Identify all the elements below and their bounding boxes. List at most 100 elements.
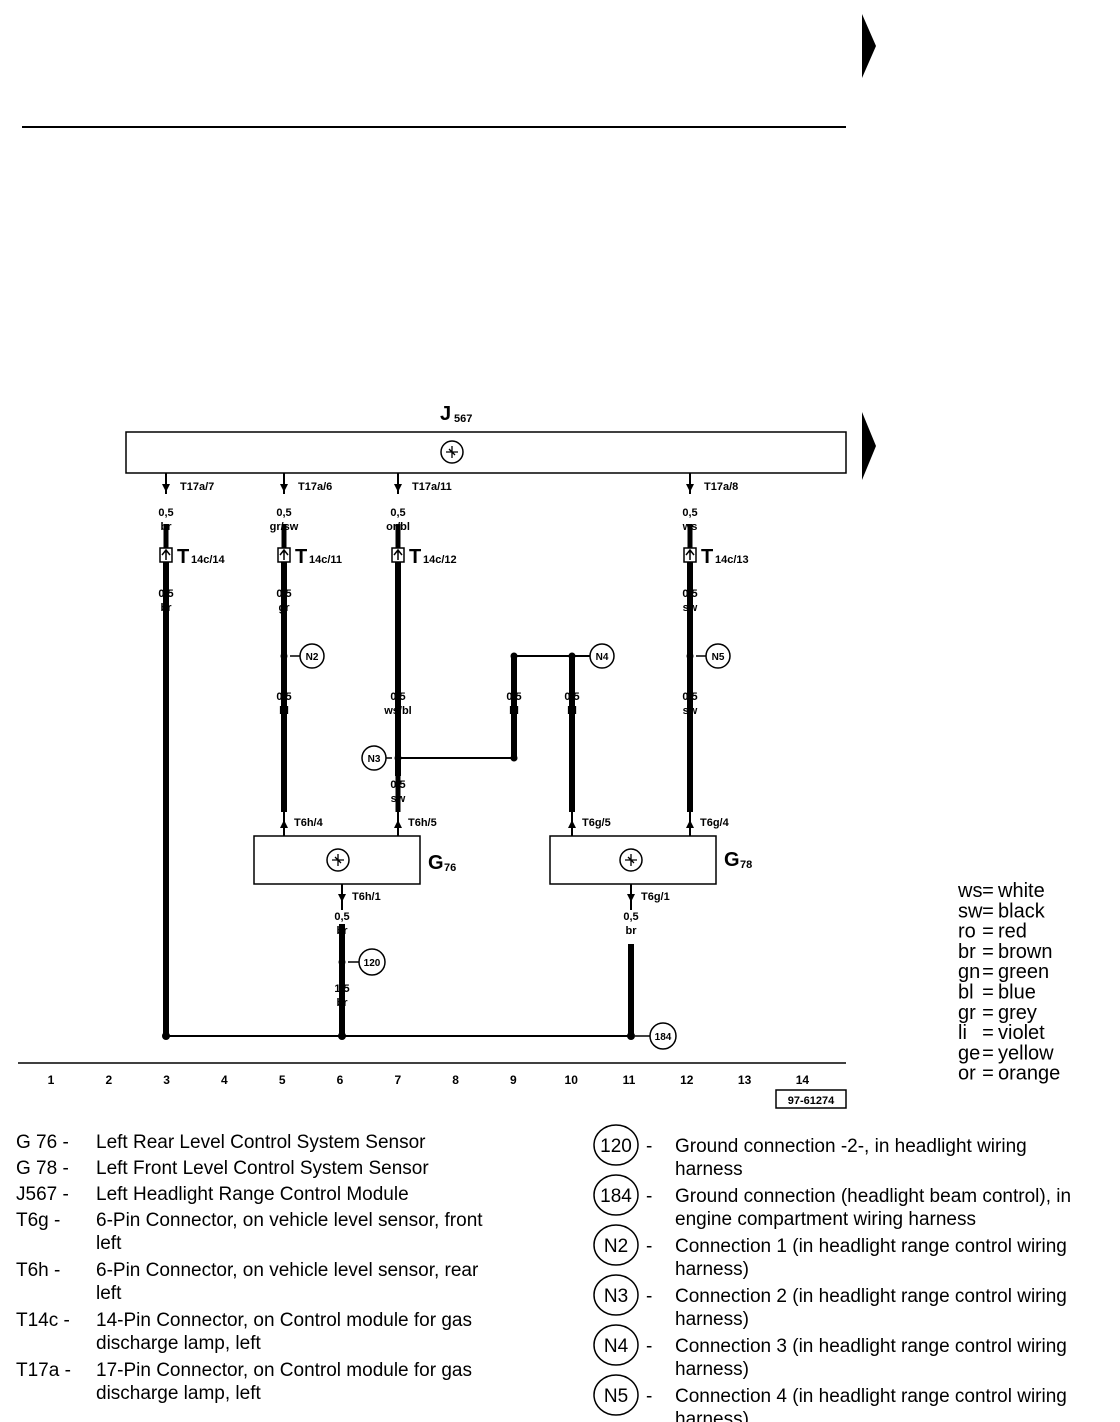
thin-wires: [163, 473, 693, 1037]
legend-name: white: [997, 880, 1045, 902]
key-symbol: N4: [604, 1336, 629, 1357]
t14c-12-symbol: [391, 547, 405, 563]
wire-label-colour: gr: [279, 602, 291, 614]
key-description: discharge lamp, left: [96, 1333, 261, 1354]
pin-t17a11: T17a/11: [412, 481, 452, 493]
junction-n5: [686, 652, 694, 660]
key-dash: -: [646, 1186, 652, 1207]
connection-symbols: N2 N3 N4 N5 120 184: [290, 643, 731, 1050]
pin-t6g4: T6g/4: [700, 817, 730, 829]
column-number: 13: [738, 1073, 752, 1087]
key-code: T14c -: [16, 1310, 70, 1331]
module-g78: G 78: [549, 835, 752, 885]
t14c-11-symbol: [277, 547, 291, 563]
column-number: 12: [680, 1073, 694, 1087]
page-arrow-top: [862, 14, 876, 78]
legend-code: gr: [958, 1002, 976, 1024]
j567-box: [125, 431, 847, 474]
pin-t6h4: T6h/4: [294, 817, 324, 829]
junction-184: [627, 1032, 635, 1040]
column-number: 5: [279, 1073, 286, 1087]
component-key-left: G 76 -Left Rear Level Control System Sen…: [16, 1132, 483, 1404]
legend-code: br: [958, 941, 976, 963]
arrow-t17a6: [280, 484, 288, 492]
wire-label-colour: or/bl: [386, 521, 410, 533]
arrow-t6h1: [338, 894, 346, 902]
key-description: left: [96, 1233, 122, 1254]
g76-label-code: G: [428, 852, 444, 874]
column-number: 2: [105, 1073, 112, 1087]
legend-name: yellow: [998, 1042, 1054, 1064]
key-description: engine compartment wiring harness: [675, 1209, 976, 1230]
column-number: 10: [565, 1073, 579, 1087]
key-description: harness: [675, 1159, 743, 1180]
key-description: harness): [675, 1359, 749, 1380]
key-description: 14-Pin Connector, on Control module for …: [96, 1310, 472, 1331]
wire-label-size: 0,5: [276, 588, 291, 600]
legend-name: blue: [998, 982, 1036, 1004]
legend-code: ge: [958, 1042, 980, 1064]
wire-label-size: 0,5: [276, 507, 291, 519]
key-description: 17-Pin Connector, on Control module for …: [96, 1360, 472, 1381]
wire-label-colour: bl: [567, 705, 577, 717]
g184-circle: [649, 1022, 677, 1050]
key-description: Ground connection (headlight beam contro…: [675, 1186, 1071, 1207]
key-description: left: [96, 1283, 122, 1304]
wire-label-colour: gr/sw: [270, 521, 299, 533]
junctions: [162, 652, 694, 1040]
g76-symbol: [326, 848, 350, 872]
key-description: Connection 4 (in headlight range control…: [675, 1386, 1067, 1407]
t14c-arrows: [161, 548, 695, 560]
g78-label-code: G: [724, 849, 740, 871]
pin-arrows: [162, 484, 694, 902]
wire-label-size: 0,5: [276, 691, 291, 703]
wire-label-colour: br: [161, 602, 173, 614]
g78-box: [549, 835, 717, 885]
pin-t14c13: 14c/13: [715, 554, 749, 566]
t14c-14-symbol: [159, 547, 173, 563]
legend-equals: =: [982, 880, 994, 902]
legend-equals: =: [982, 921, 994, 943]
module-j567: J 567: [125, 403, 847, 474]
key-description: harness): [675, 1309, 749, 1330]
arrow-t17a11: [394, 484, 402, 492]
wire-label-colour: br: [626, 925, 638, 937]
arrow-t6g1: [627, 894, 635, 902]
key-symbol-circle: [593, 1274, 639, 1316]
junction-bus-left: [162, 1032, 170, 1040]
pin-t6h1: T6h/1: [352, 891, 381, 903]
junction-n3: [394, 754, 402, 762]
legend-equals: =: [982, 1002, 994, 1024]
junction-n4-left: [510, 652, 518, 660]
legend-code: bl: [958, 982, 974, 1004]
key-symbol-circle: [593, 1174, 639, 1216]
legend-code: gn: [958, 961, 980, 983]
g76-symbol-cross: [332, 854, 344, 866]
n3-circle: [361, 745, 387, 771]
g120-text: 120: [364, 958, 381, 969]
j567-label-code: J: [440, 403, 451, 425]
j567-symbol-cross: [446, 446, 458, 458]
legend-equals: =: [982, 982, 994, 1004]
wire-label-size: 0,5: [390, 507, 405, 519]
wire-label-colour: bl: [509, 705, 519, 717]
column-number: 8: [452, 1073, 459, 1087]
pin-t17a6: T17a/6: [298, 481, 332, 493]
legend-name: orange: [998, 1063, 1060, 1085]
key-code: T6h -: [16, 1260, 60, 1281]
junction-n2: [280, 652, 288, 660]
wire-label-size: 0,5: [682, 588, 697, 600]
wire-label-colour: ws/bl: [383, 705, 412, 717]
wire-label-size: 0,5: [390, 779, 405, 791]
key-description: 6-Pin Connector, on vehicle level sensor…: [96, 1260, 479, 1281]
key-description: Left Rear Level Control System Sensor: [96, 1132, 426, 1153]
arrow-t6g5: [568, 820, 576, 828]
key-code: G 78 -: [16, 1158, 69, 1179]
key-description: Left Front Level Control System Sensor: [96, 1158, 429, 1179]
legend-name: violet: [998, 1022, 1045, 1044]
wire-label-size: 0,5: [390, 691, 405, 703]
junction-n4-right: [568, 652, 576, 660]
key-dash: -: [646, 1236, 652, 1257]
wire-label-size: 0,5: [506, 691, 521, 703]
